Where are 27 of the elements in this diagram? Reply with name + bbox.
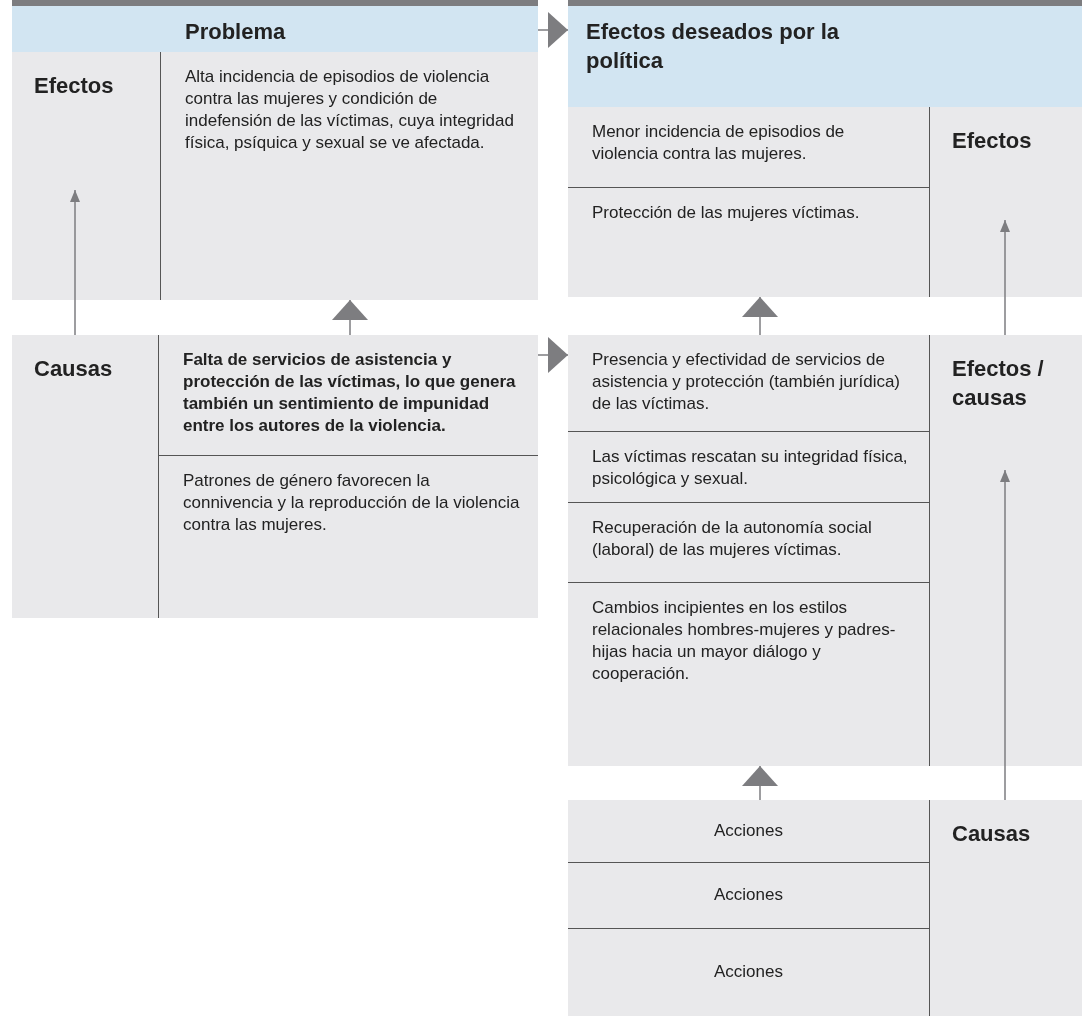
arrow [70,189,80,336]
row-heading: Causas [12,335,158,618]
row-heading: Efectos [12,52,160,190]
triangle-arrow [742,296,778,336]
cell-text: Cambios incipientes en los estilos relacionales hombres-mujeres y padres-hijas hacia un mayor diálogo y cooperación. [568,582,930,766]
row-heading: Efectos / causas [930,335,1082,470]
cell-text: Presencia y efectividad de servicios de asistencia y protección (también jurídica) de las víctimas. [568,335,930,431]
triangle-arrow [537,12,569,48]
cell-text: Acciones [568,862,930,928]
row-heading: Causas [930,800,1082,1016]
cell-text: Alta incidencia de episodios de violencia contra las mujeres y condición de indefensión de las víctimas, cuya integridad física, psíquica y sexual se ve afectada. [160,52,538,300]
cell-text: Protección de las mujeres víctimas. [568,187,930,297]
triangle-arrow [742,765,778,801]
cell-text: Patrones de género favorecen la connivencia y la reproducción de la violencia contra las mujeres. [158,455,538,618]
header-band: Problema [12,6,538,52]
row-heading: Efectos [930,107,1082,220]
cell-text: Las víctimas rescatan su integridad física, psicológica y sexual. [568,431,930,502]
cell-text: Acciones [568,928,930,1016]
header-band: Efectos deseados por la política [568,6,1082,107]
cell-text: Recuperación de la autonomía social (laboral) de las mujeres víctimas. [568,502,930,582]
cell-text: Menor incidencia de episodios de violencia contra las mujeres. [568,107,930,187]
cell-text: Acciones [568,800,930,862]
arrow [1000,219,1010,336]
triangle-arrow [537,337,569,373]
cell-text: Falta de servicios de asistencia y protección de las víctimas, lo que genera también un sentimiento de impunidad entre los autores de la violencia. [158,335,538,455]
arrow [1000,469,1010,801]
triangle-arrow [332,299,368,336]
